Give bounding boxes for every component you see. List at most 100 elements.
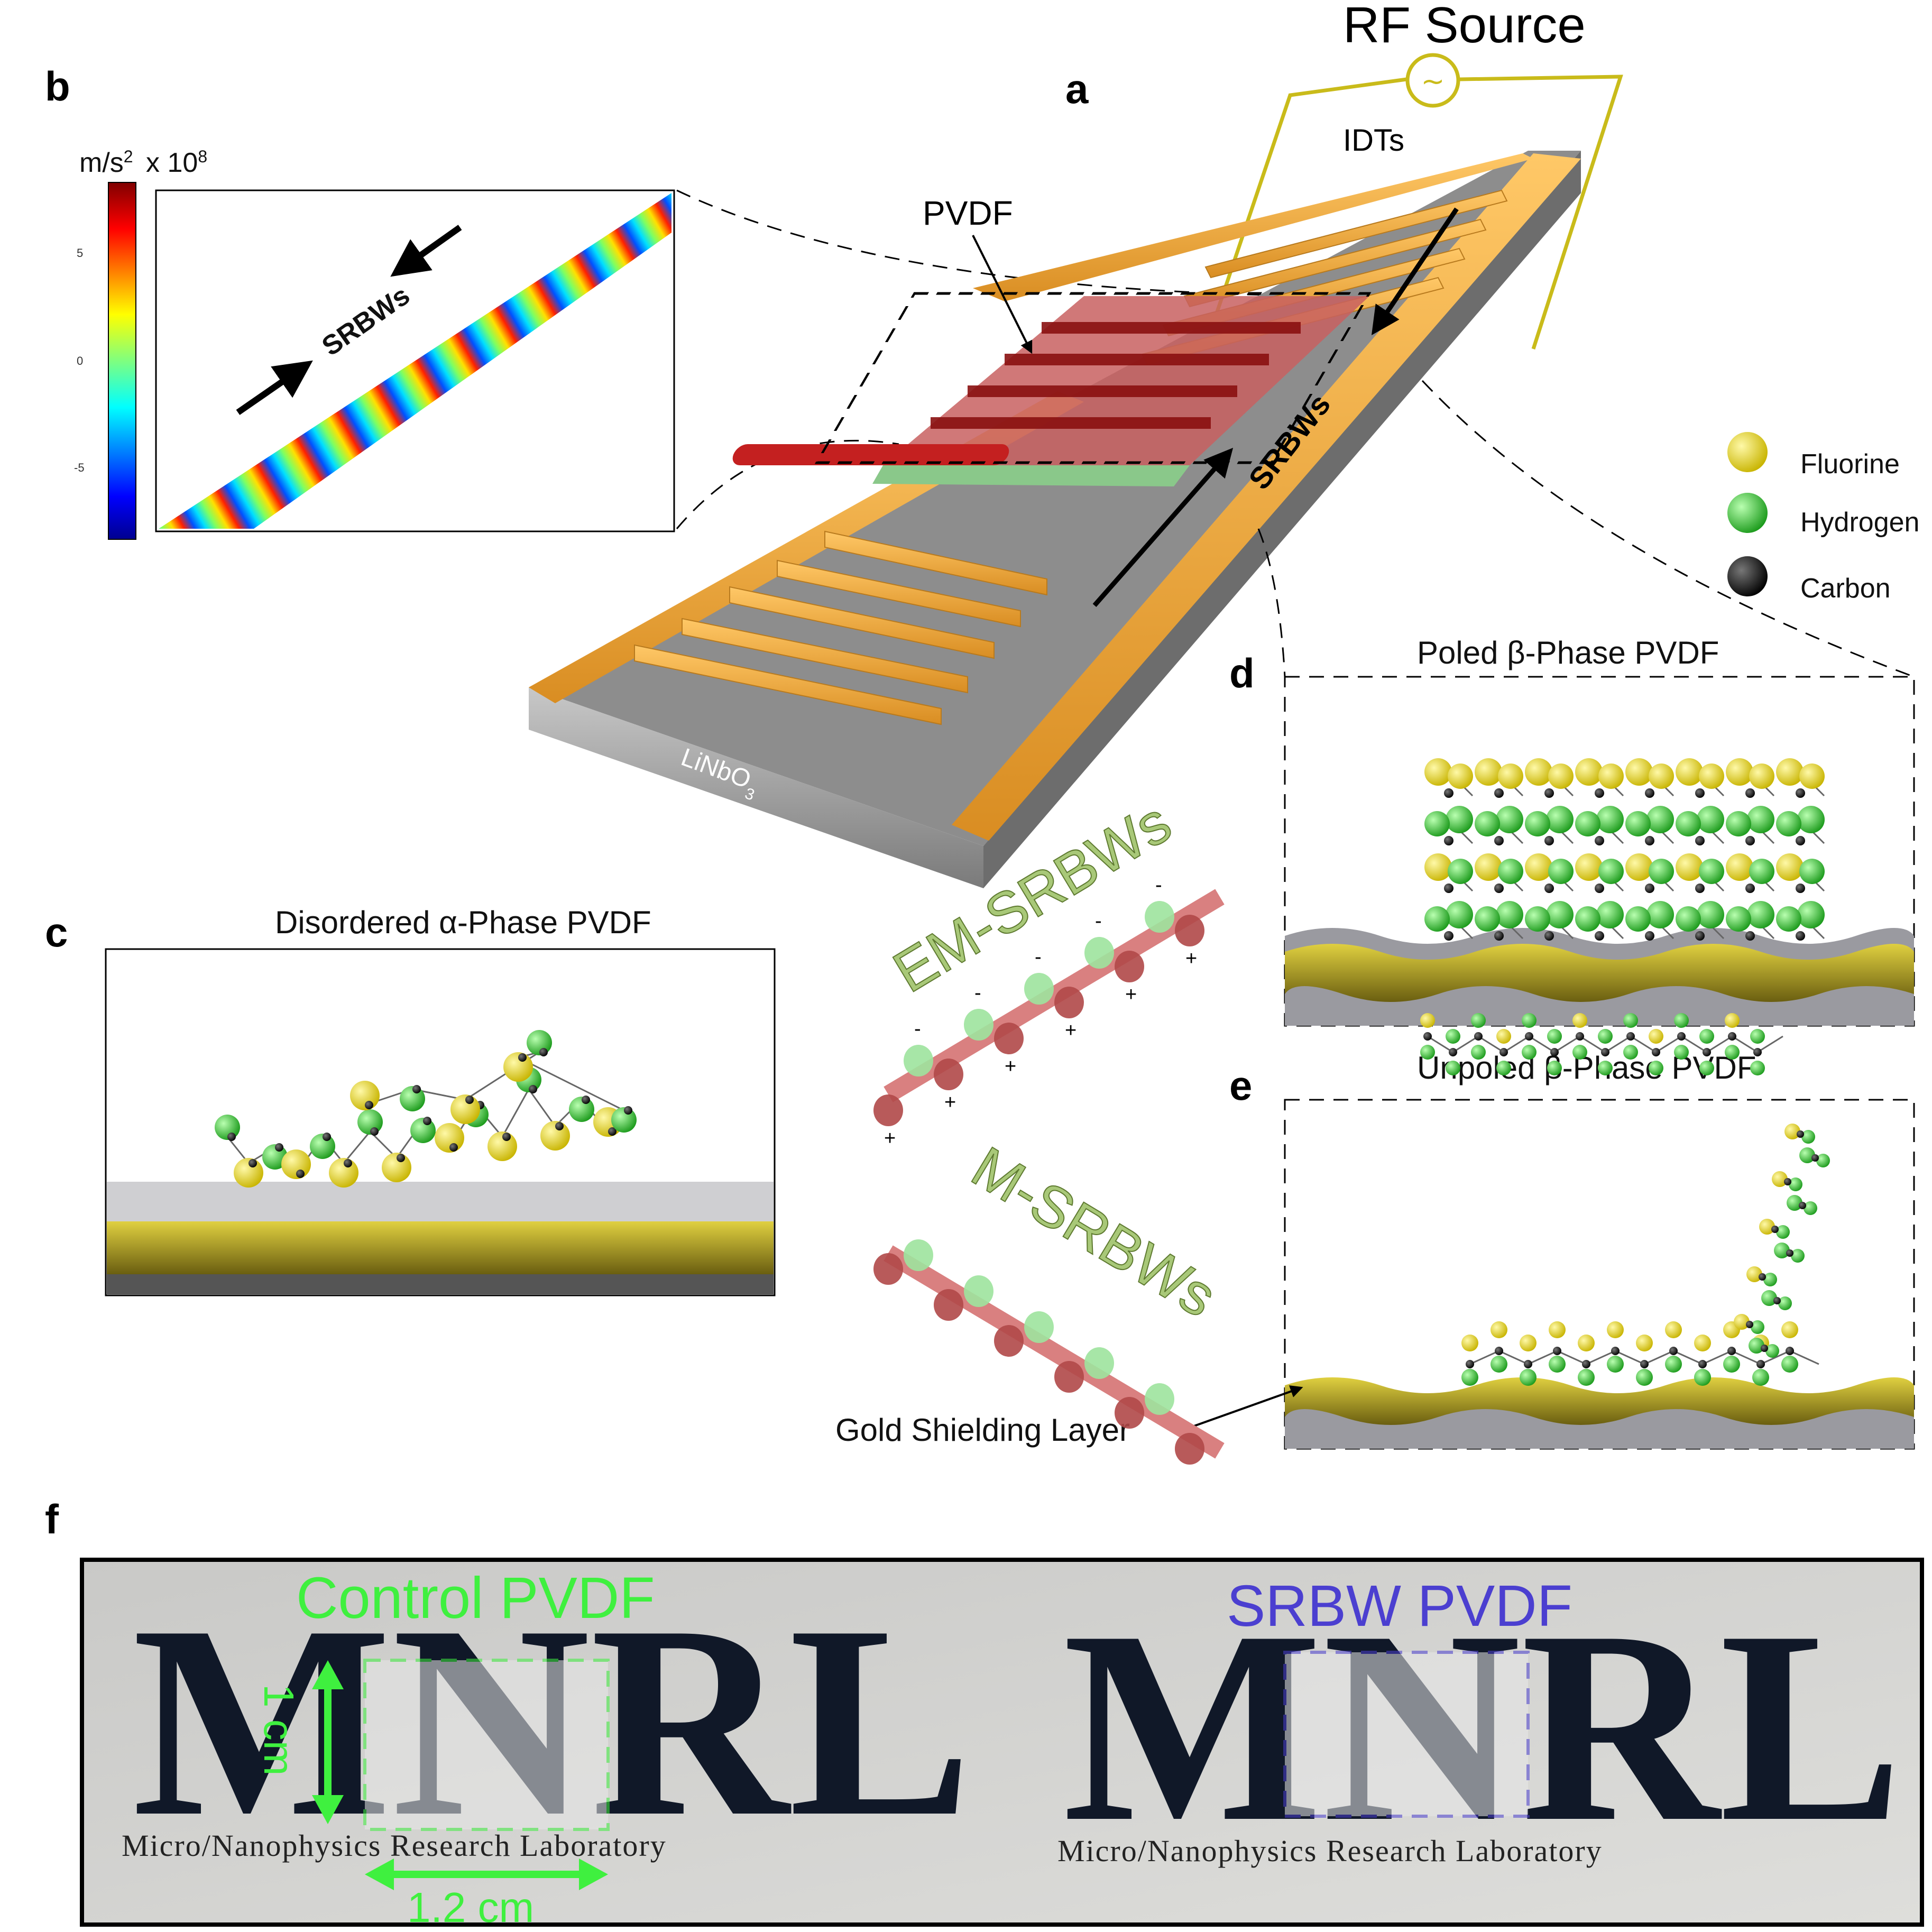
- gold-shielding-layer: [1285, 1377, 1914, 1425]
- hydrogen-atom: [1525, 811, 1550, 836]
- carbon-atom: [1784, 1178, 1791, 1185]
- hydrogen-atom: [1699, 1061, 1714, 1075]
- carbon-atom: [1796, 931, 1805, 941]
- carbon-atom: [344, 1159, 352, 1167]
- carbon-atom: [1423, 1032, 1432, 1041]
- fluorine-atom: [1448, 763, 1473, 789]
- colorbar: [108, 182, 136, 540]
- pvdf-highlight-box: [814, 292, 1372, 464]
- carbon-atom: [1759, 1273, 1766, 1281]
- carbon-atom: [449, 1143, 458, 1152]
- pvdf-label: PVDF: [923, 194, 1013, 232]
- hydrogen-atom: [1699, 1029, 1714, 1044]
- panel-b: b m/s2 x 108 5 0 -5 SRBWs: [45, 63, 1359, 540]
- fluorine-atom: [1548, 763, 1574, 789]
- wave-crest: [964, 1275, 993, 1307]
- hydrogen-atom: [1625, 906, 1651, 932]
- fluorine-atom: [450, 1094, 480, 1124]
- panel-d-letter: d: [1229, 650, 1255, 696]
- legend-hydrogen: Hydrogen: [1800, 507, 1919, 538]
- fluorine-atom: [1491, 1321, 1507, 1338]
- carbon-atom: [1524, 1360, 1532, 1368]
- fluorine-atom: [1607, 1321, 1624, 1338]
- wave-crest: [1084, 937, 1114, 969]
- hydrogen-atom: [1475, 906, 1500, 932]
- wave-trough: [1054, 1361, 1084, 1393]
- pvdf-alpha-disordered: [215, 1030, 637, 1188]
- bond: [1427, 1035, 1453, 1053]
- bond: [501, 1089, 530, 1137]
- wave-trough: [994, 1325, 1024, 1357]
- fluorine-atom: [1578, 1335, 1595, 1351]
- hydrogen-atom: [1776, 811, 1801, 836]
- carbon-atom: [1698, 1360, 1707, 1368]
- bond: [1579, 1035, 1606, 1053]
- bond: [1655, 1035, 1682, 1053]
- carbon-atom: [1728, 1032, 1736, 1041]
- fluorine-atom: [1776, 758, 1804, 786]
- carbon-atom: [582, 1096, 590, 1104]
- carbon-atom: [275, 1143, 283, 1152]
- bond: [1498, 1350, 1529, 1365]
- hydrogen-atom: [1607, 1356, 1624, 1373]
- carbon-atom: [1444, 884, 1453, 893]
- hydrogen-atom: [1461, 1369, 1478, 1386]
- carbon-atom: [1745, 931, 1755, 941]
- carbon-atom: [1786, 1347, 1794, 1355]
- control-film-box: [363, 1659, 610, 1831]
- hydrogen-atom: [611, 1107, 637, 1133]
- hydrogen-atom: [1697, 806, 1724, 833]
- hydrogen-atom: [1649, 1061, 1663, 1075]
- panel-a: a RF Source ~ IDTs: [529, 0, 1915, 888]
- hydrogen-atom: [1763, 1273, 1777, 1286]
- hydrogen-atom: [1575, 811, 1600, 836]
- hydrogen-atom: [1761, 1290, 1777, 1306]
- hydrogen-atom: [1750, 1029, 1765, 1044]
- colorbar-unit: m/s2 x 108: [79, 138, 207, 178]
- carbon-atom: [1771, 1226, 1779, 1233]
- hydrogen-atom: [1475, 811, 1500, 836]
- hydrogen-atom: [1546, 901, 1574, 928]
- dim-vertical-arrow-bottom: [312, 1795, 344, 1824]
- hydrogen-atom: [1752, 1369, 1769, 1386]
- panel-c-title: Disordered α-Phase PVDF: [275, 905, 651, 940]
- bond: [1681, 1035, 1707, 1053]
- hydrogen-atom: [1816, 1154, 1830, 1167]
- bond: [1528, 1350, 1558, 1365]
- carbon-atom: [1494, 931, 1504, 941]
- fluorine-atom: [1475, 758, 1502, 786]
- hydrogen-atom: [1804, 1201, 1817, 1215]
- fluorine-atom: [1676, 758, 1703, 786]
- wave-trough: [873, 1094, 903, 1126]
- carbon-atom: [608, 1127, 617, 1136]
- bond: [1757, 1035, 1783, 1053]
- fluorine-atom: [1759, 1219, 1775, 1235]
- wave-crest: [1084, 1347, 1114, 1379]
- carbon-atom: [1695, 931, 1705, 941]
- wave-schematics: EM-SRBWs +-+-+-+-+-+ M-SRBWs: [873, 789, 1228, 1465]
- carbon-atom: [1797, 1130, 1804, 1138]
- dim-horizontal-arrow-left: [365, 1859, 394, 1890]
- hydrogen-atom: [410, 1118, 436, 1143]
- hydrogen-swatch: [1727, 493, 1768, 533]
- carbon-atom: [1544, 884, 1554, 893]
- carbon-atom: [465, 1096, 474, 1104]
- hydrogen-atom: [1747, 901, 1774, 928]
- hydrogen-atom: [1598, 859, 1624, 884]
- hydrogen-atom: [527, 1030, 552, 1055]
- carbon-atom: [1695, 884, 1705, 893]
- bond: [1702, 1350, 1732, 1365]
- negative-charge-icon: -: [1035, 946, 1042, 968]
- hydrogen-atom: [1496, 1061, 1511, 1075]
- carbon-atom: [365, 1101, 373, 1109]
- hydrogen-atom: [1776, 1225, 1790, 1239]
- fluorine-atom: [1575, 758, 1603, 786]
- substrate-front: [529, 687, 983, 888]
- carbon-atom: [518, 1053, 527, 1062]
- hydrogen-atom: [1548, 859, 1574, 884]
- ac-source-icon: [1405, 53, 1460, 108]
- panel-c-letter: c: [45, 909, 68, 955]
- carbon-atom: [1582, 1360, 1590, 1368]
- base-c: [107, 1274, 774, 1294]
